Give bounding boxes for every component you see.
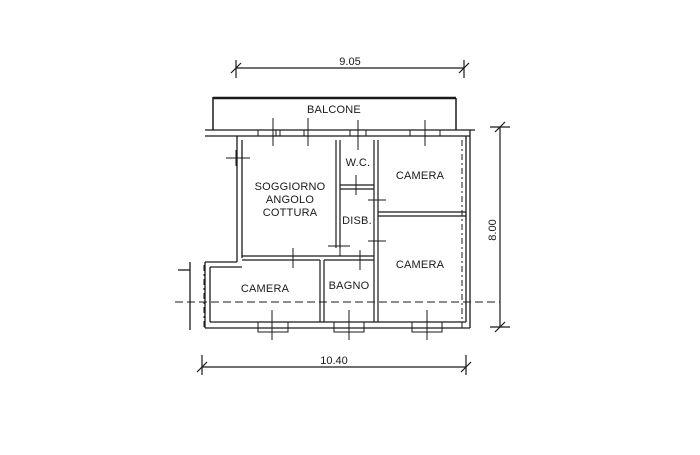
dimension-top-label: 9.05 — [339, 56, 360, 68]
room-label-camera-bottom-left: CAMERA — [241, 283, 290, 295]
room-label-soggiorno-line1: SOGGIORNO — [255, 181, 326, 193]
interior-walls — [242, 140, 466, 322]
dimension-right — [490, 121, 510, 333]
dimension-top — [230, 60, 470, 78]
windows-bottom — [257, 310, 443, 340]
dimension-bottom — [196, 355, 472, 375]
dimension-right-label: 8.00 — [487, 219, 499, 240]
exterior-walls — [178, 129, 475, 330]
door-marks — [226, 150, 386, 270]
room-label-camera-mid-right: CAMERA — [396, 259, 445, 271]
dimension-bottom-label: 10.40 — [320, 355, 348, 367]
room-label-soggiorno-line3: COTTURA — [263, 207, 318, 219]
section-lines — [175, 140, 500, 330]
room-label-balcone: BALCONE — [307, 104, 361, 116]
room-label-wc: W.C. — [346, 157, 371, 169]
room-label-camera-top-right: CAMERA — [396, 170, 445, 182]
room-label-soggiorno-line2: ANGOLO — [266, 194, 315, 206]
windows-top — [257, 118, 441, 150]
room-label-bagno: BAGNO — [329, 280, 370, 292]
balcone-outline — [212, 96, 457, 130]
room-label-disb: DISB. — [342, 215, 372, 227]
